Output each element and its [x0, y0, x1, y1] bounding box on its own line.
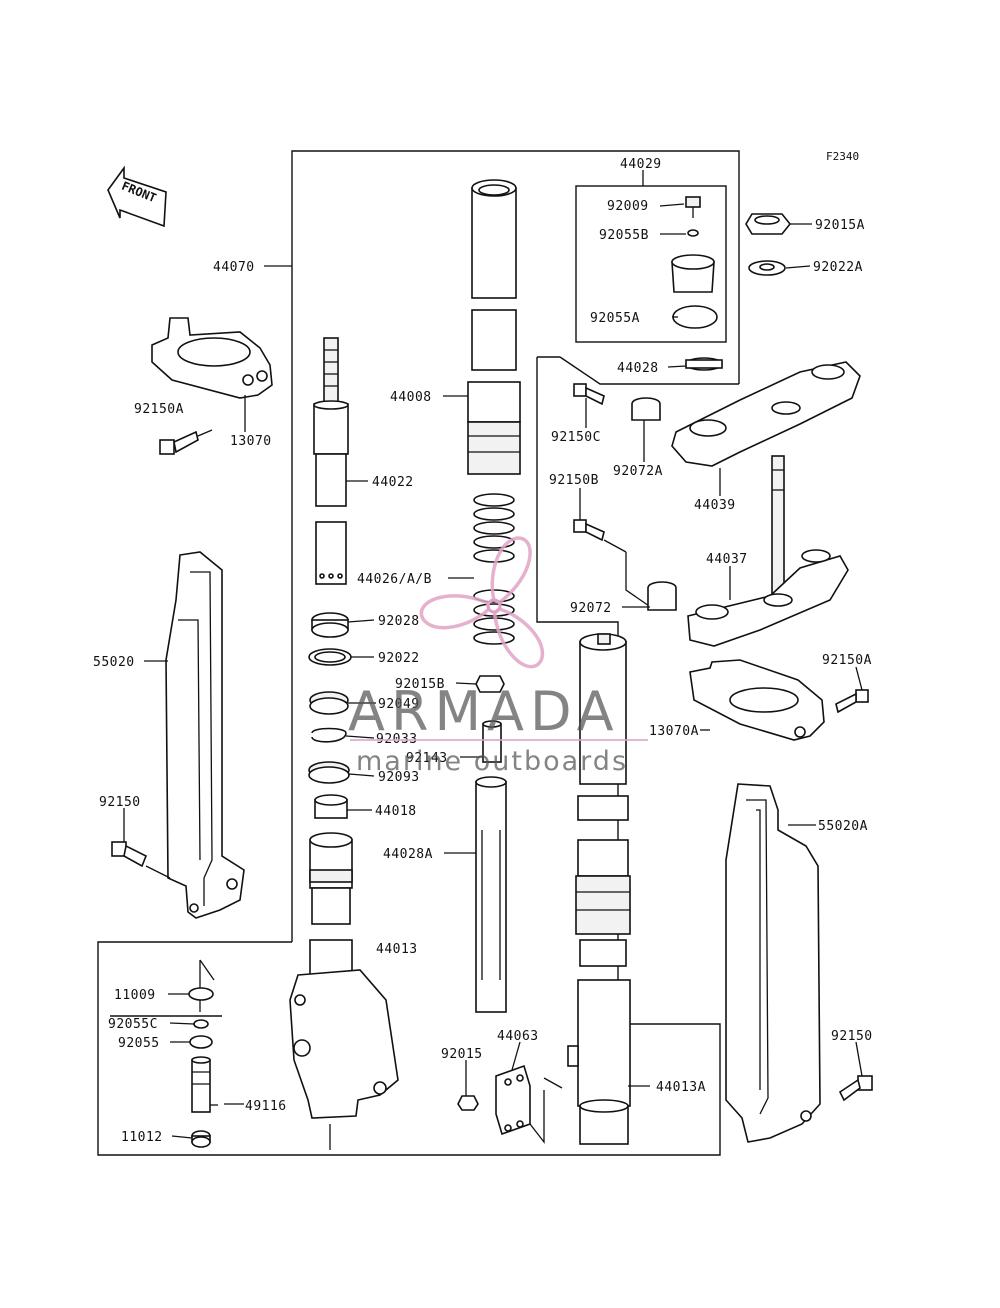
watermark: ARMADA marine outboards — [348, 536, 648, 777]
label-13070A: 13070A — [649, 724, 699, 739]
label-92049: 92049 — [378, 697, 420, 712]
cylinder-44028A — [475, 776, 507, 1013]
fork-guard-55020 — [165, 551, 245, 919]
pin-92143 — [482, 720, 502, 763]
washer-92022A — [748, 260, 786, 276]
label-92093: 92093 — [378, 770, 420, 785]
bolt-92150A-right — [835, 689, 869, 714]
label-92150-right: 92150 — [831, 1029, 873, 1044]
label-55020A: 55020A — [818, 819, 868, 834]
label-44028: 44028 — [617, 361, 659, 376]
outer-tube-44013A — [567, 633, 631, 1145]
label-44018: 44018 — [375, 804, 417, 819]
clamp-92072A — [631, 397, 661, 421]
label-92150B: 92150B — [549, 473, 599, 488]
label-92015: 92015 — [441, 1047, 483, 1062]
diagram-reference-code: F2340 — [826, 150, 859, 163]
label-92143: 92143 — [406, 751, 448, 766]
front-direction-arrow-icon: FRONT — [107, 165, 167, 228]
label-92009: 92009 — [607, 199, 649, 214]
label-44039: 44039 — [694, 498, 736, 513]
label-92028: 92028 — [378, 614, 420, 629]
bolt-92150B — [573, 519, 605, 542]
label-92055C: 92055C — [108, 1017, 158, 1032]
label-92022A: 92022A — [813, 260, 863, 275]
label-44037: 44037 — [706, 552, 748, 567]
propeller-logo-icon — [419, 536, 545, 669]
label-92150C: 92150C — [551, 430, 601, 445]
valve-subassembly — [110, 959, 222, 1148]
label-92072A: 92072A — [613, 464, 663, 479]
label-44070: 44070 — [213, 260, 255, 275]
label-92072: 92072 — [570, 601, 612, 616]
watermark-brand: ARMADA — [348, 680, 620, 743]
stem-bracket-44037 — [687, 455, 849, 647]
label-44013A: 44013A — [656, 1080, 706, 1095]
damper-rod-44022 — [313, 337, 349, 585]
label-92150A-top: 92150A — [134, 402, 184, 417]
label-44063: 44063 — [497, 1029, 539, 1044]
fork-guard-55020A — [725, 783, 821, 1143]
label-92055: 92055 — [118, 1036, 160, 1051]
label-49116: 49116 — [245, 1099, 287, 1114]
label-11009: 11009 — [114, 988, 156, 1003]
label-92022: 92022 — [378, 651, 420, 666]
label-44029: 44029 — [620, 157, 662, 172]
label-44026: 44026/A/B — [357, 572, 432, 587]
collar-44028 — [685, 357, 723, 371]
inner-tube-44008 — [467, 179, 521, 475]
leader-lines — [123, 170, 863, 1139]
clamp-13070 — [151, 317, 273, 399]
assembly-frames — [97, 150, 740, 1156]
clamp-92072 — [647, 581, 677, 611]
bolt-92150-left — [111, 841, 148, 868]
label-92015B: 92015B — [395, 677, 445, 692]
label-11012: 11012 — [121, 1130, 163, 1145]
part-labels: 44029 92009 92055B 92055A 44028 92015A 9… — [93, 157, 873, 1145]
label-44013: 44013 — [376, 942, 418, 957]
label-44008: 44008 — [390, 390, 432, 405]
bracket-44063 — [495, 1064, 531, 1136]
upper-bracket-44039 — [671, 361, 861, 467]
label-92150A-right: 92150A — [822, 653, 872, 668]
label-13070: 13070 — [230, 434, 272, 449]
nut-92015 — [457, 1095, 479, 1111]
label-92055B: 92055B — [599, 228, 649, 243]
cap-assembly-44029 — [671, 196, 718, 329]
bolt-92150A-top — [159, 430, 199, 455]
seal-stack — [308, 612, 352, 819]
label-55020: 55020 — [93, 655, 135, 670]
watermark-tagline: marine outboards — [356, 746, 628, 777]
label-92055A: 92055A — [590, 311, 640, 326]
bolt-92150-right — [838, 1075, 873, 1102]
label-44022: 44022 — [372, 475, 414, 490]
label-92015A: 92015A — [815, 218, 865, 233]
clamp-13070A — [689, 659, 825, 741]
label-92150-left: 92150 — [99, 795, 141, 810]
nut-92015A — [745, 213, 792, 235]
outer-tube-44013 — [289, 832, 399, 1150]
label-44028A: 44028A — [383, 847, 433, 862]
bolt-92150C — [573, 383, 605, 406]
